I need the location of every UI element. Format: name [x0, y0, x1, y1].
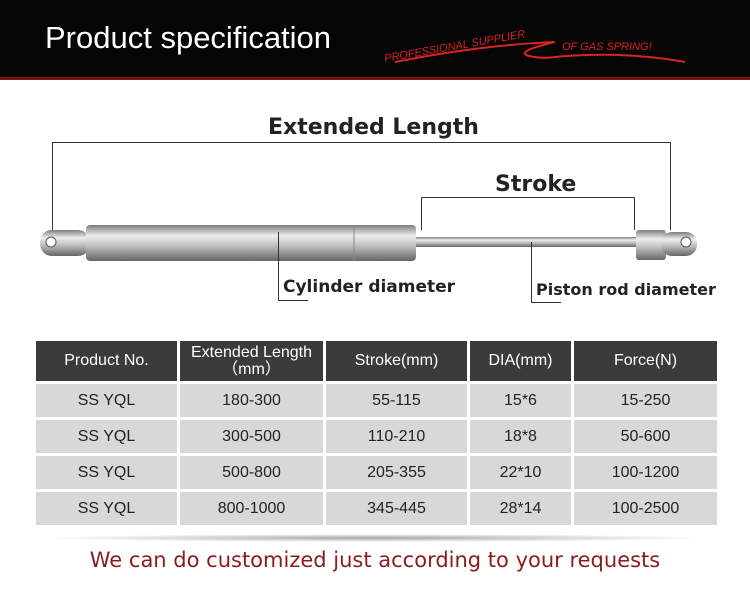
col-extended-length-label: Extended Length [191, 344, 312, 361]
divider-shadow [40, 534, 710, 542]
cell: 345-445 [326, 492, 467, 525]
extended-length-label: Extended Length [268, 115, 479, 140]
stroke-label: Stroke [495, 172, 577, 197]
cell: 15*6 [470, 384, 571, 417]
cell: 500-800 [180, 456, 323, 489]
spec-table: Product No. Extended Length（mm） Stroke(m… [33, 338, 720, 528]
cell: 100-1200 [574, 456, 717, 489]
slogan-logo: PROFESSIONAL SUPPLIER OF GAS SPRING! [383, 28, 686, 65]
col-dia: DIA(mm) [470, 341, 571, 381]
extended-length-line [52, 142, 670, 143]
dim-tick [670, 142, 671, 230]
cell: 55-115 [326, 384, 467, 417]
col-extended-length-unit: （mm） [222, 361, 281, 378]
leader-line [278, 232, 279, 300]
cell: SS YQL [36, 420, 177, 453]
col-extended-length: Extended Length（mm） [180, 341, 323, 381]
leader-line [531, 242, 532, 302]
page-title: Product specification [45, 20, 332, 55]
cell: SS YQL [36, 456, 177, 489]
gas-spring-image [40, 225, 697, 261]
dim-tick [421, 197, 422, 230]
cell: 28*14 [470, 492, 571, 525]
cell: 205-355 [326, 456, 467, 489]
slogan-text-2: OF GAS SPRING! [562, 41, 652, 53]
cell: 18*8 [470, 420, 571, 453]
piston-rod-diameter-label: Piston rod diameter [536, 280, 716, 299]
dim-tick [52, 142, 53, 230]
cell: 180-300 [180, 384, 323, 417]
cell: SS YQL [36, 492, 177, 525]
cell: SS YQL [36, 384, 177, 417]
cell: 800-1000 [180, 492, 323, 525]
dim-tick [634, 197, 635, 230]
cell: 100-2500 [574, 492, 717, 525]
cell: 300-500 [180, 420, 323, 453]
cell: 50-600 [574, 420, 717, 453]
col-stroke: Stroke(mm) [326, 341, 467, 381]
slogan-text-1: PROFESSIONAL SUPPLIER [383, 28, 526, 65]
cell: 22*10 [470, 456, 571, 489]
col-product-no: Product No. [36, 341, 177, 381]
cell: 15-250 [574, 384, 717, 417]
footer-text: We can do customized just according to y… [89, 548, 661, 572]
cell: 110-210 [326, 420, 467, 453]
leader-line [278, 300, 308, 301]
header-banner: Product specification PROFESSIONAL SUPPL… [0, 0, 750, 80]
leader-line [531, 302, 561, 303]
stroke-line [421, 197, 634, 198]
cylinder-diameter-label: Cylinder diameter [283, 277, 456, 297]
col-force: Force(N) [574, 341, 717, 381]
